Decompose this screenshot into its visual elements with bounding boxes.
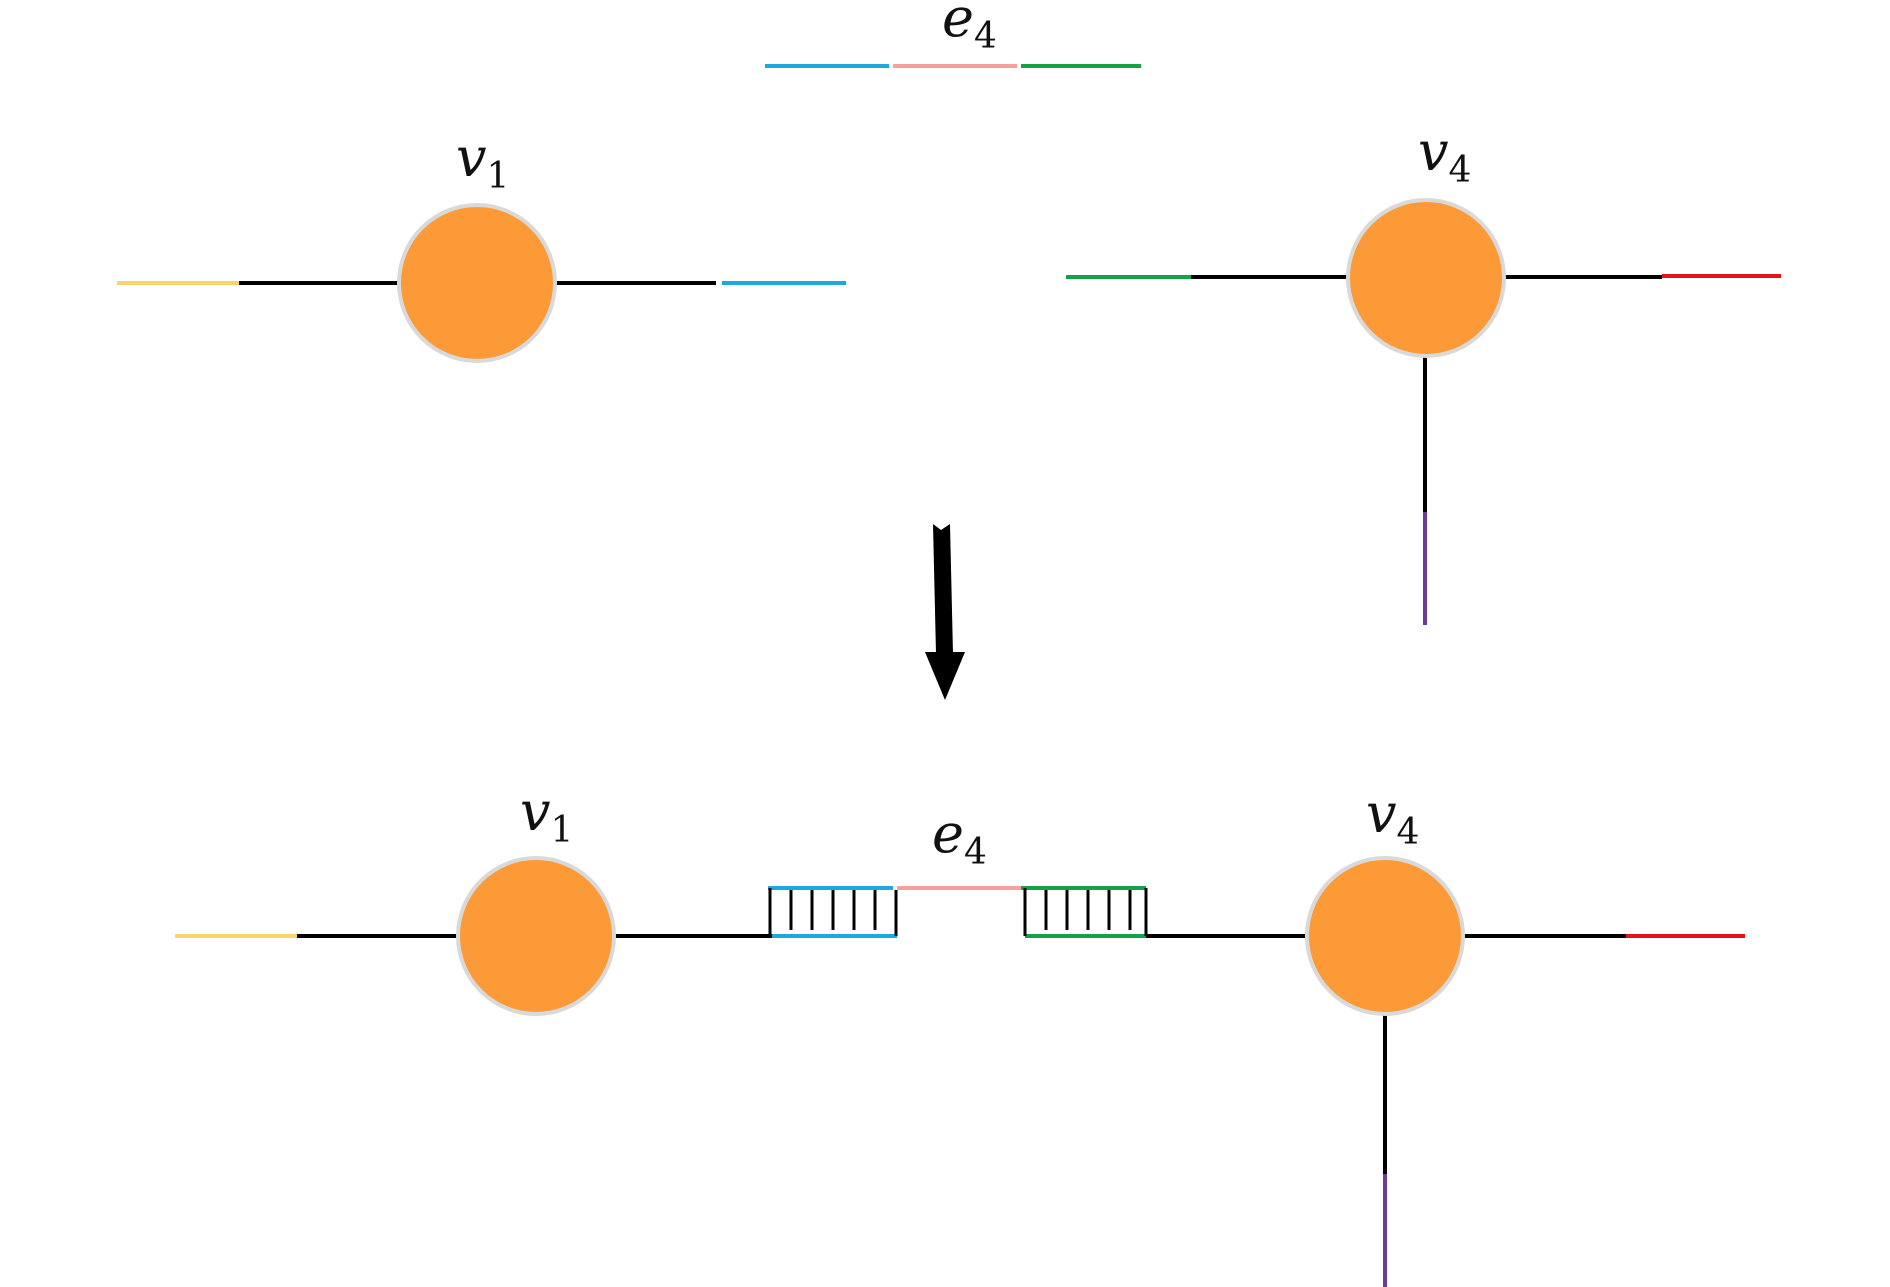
green-base-pairs: [1023, 888, 1148, 936]
v1-node: [456, 856, 616, 1016]
arrow-head: [925, 652, 965, 700]
v4-label-bottom: v4: [1366, 782, 1419, 853]
v1-label-top: v1: [456, 126, 509, 197]
v1-label-bottom: v1: [520, 780, 573, 851]
vertex-v1-top: v1: [117, 126, 846, 363]
blue-base-pairs: [768, 888, 898, 936]
edge-label-bottom: e4: [932, 802, 987, 873]
v1-node: [397, 203, 557, 363]
arrow-shaft: [933, 524, 953, 654]
joined-structure: v1 e4 v4: [175, 780, 1745, 1287]
v4-node: [1346, 198, 1506, 358]
vertex-v4-top: v4: [1066, 120, 1781, 625]
edge-e4-segment-top: e4: [765, 0, 1141, 68]
edge-label-top: e4: [942, 0, 997, 57]
v4-node: [1305, 856, 1465, 1016]
down-arrow: [925, 524, 965, 700]
v4-label-top: v4: [1418, 120, 1471, 191]
